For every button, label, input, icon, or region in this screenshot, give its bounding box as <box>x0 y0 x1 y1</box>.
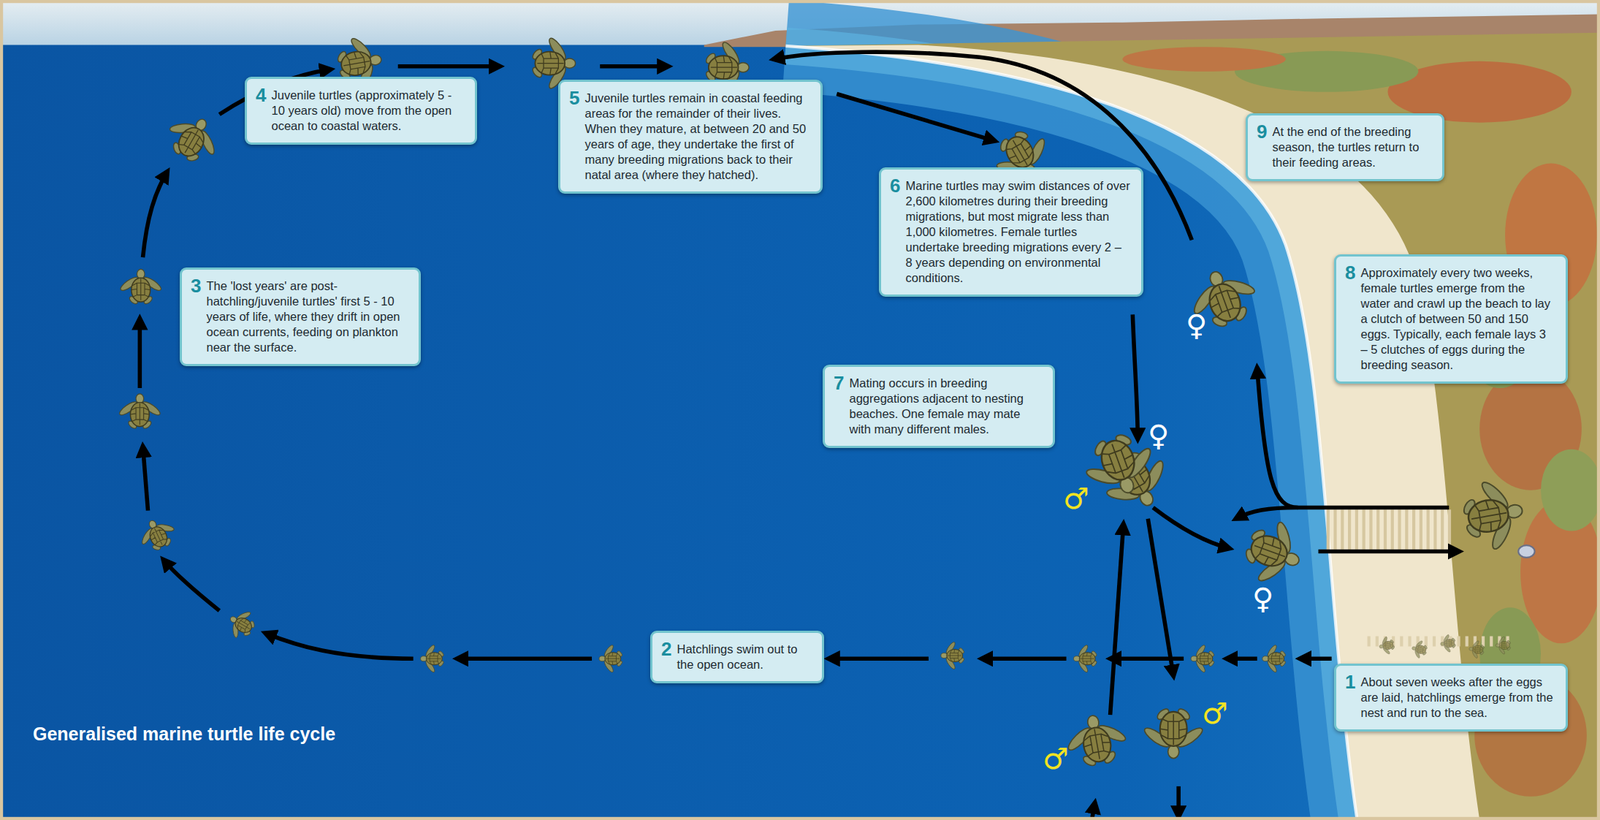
turtle-figures <box>117 32 1535 772</box>
sex-symbol: ♂ <box>1042 742 1069 775</box>
sex-symbol: ♀ <box>1252 582 1274 615</box>
description-text: The 'lost years' are post-hatchling/juve… <box>206 276 409 356</box>
callout-number: 9 <box>1256 122 1267 141</box>
callout-number: 1 <box>1345 672 1356 691</box>
description-text: At the end of the breeding season, the t… <box>1271 122 1432 171</box>
text-box: 3 The 'lost years' are post-hatchling/juv… <box>179 267 421 367</box>
callout-number: 5 <box>569 89 580 107</box>
text-box: 8Approximately every two weeks, female t… <box>1334 254 1568 384</box>
description-text: Juvenile turtles (approximately 5 - 10 y… <box>271 86 465 134</box>
description-text: Juvenile turtles remain in coastal feedi… <box>584 89 811 183</box>
sex-symbol: ♂ <box>1063 482 1090 515</box>
callout-number: 6 <box>889 176 901 195</box>
description-text: Marine turtles may swim distances of ove… <box>905 176 1131 286</box>
callout-number: 3 <box>190 276 201 295</box>
sex-symbol: ♀ <box>1147 419 1169 452</box>
text-box: 1About seven weeks after the eggs are la… <box>1334 663 1568 732</box>
text-box: 2Hatchlings swim out to the open ocean. <box>650 630 825 684</box>
text-box: 9At the end of the breeding season, the … <box>1245 113 1445 182</box>
text-box: 6Marine turtles may swim distances of ov… <box>878 167 1144 297</box>
diagram-title: Generalised marine turtle life cycle <box>32 723 336 745</box>
description-text: About seven weeks after the eggs are lai… <box>1360 672 1556 721</box>
text-box: 4 Juvenile turtles (approximately 5 - 10 … <box>244 76 478 145</box>
callout-number: 8 <box>1345 263 1356 282</box>
callout-number: 7 <box>833 374 844 392</box>
description-text: Approximately every two weeks, female tu… <box>1360 263 1556 373</box>
callout-number: 4 <box>255 86 266 104</box>
sex-symbol: ♀ <box>1185 309 1207 342</box>
sex-symbol: ♂ <box>1201 696 1229 730</box>
callout-number: 2 <box>661 640 672 658</box>
text-box: 7Mating occurs in breeding aggregations … <box>822 364 1055 448</box>
text-box: 5Juvenile turtles remain in coastal feed… <box>558 79 823 194</box>
description-text: Mating occurs in breeding aggregations a… <box>848 374 1043 437</box>
description-text: Hatchlings swim out to the open ocean. <box>676 640 812 673</box>
cycle-arrows <box>139 51 1459 820</box>
